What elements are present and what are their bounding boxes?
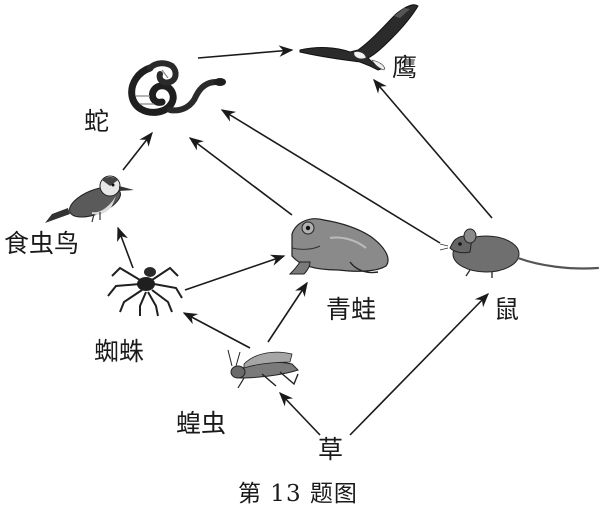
edge-grass-to-locust [279,391,321,436]
label-frog: 青蛙 [326,295,376,324]
label-insectivorous-bird: 食虫鸟 [4,229,79,258]
label-locust: 蝗虫 [176,409,226,438]
edge-mouse-to-snake [220,109,441,244]
eagle-icon [299,4,419,71]
edge-spider-to-bird [117,226,134,269]
mouse-icon [439,228,600,278]
figure-caption: 第 13 题图 [238,481,358,507]
edge-locust-to-frog [267,281,308,343]
edge-frog-to-snake [188,137,293,216]
label-spider: 蜘蛛 [94,337,144,366]
snake-icon [128,60,226,116]
edge-spider-to-frog [184,254,286,291]
edge-grass-to-mouse [349,292,490,436]
edge-bird-to-snake [122,131,153,171]
label-mouse: 鼠 [494,295,519,324]
bird-icon [45,175,134,223]
spider-icon [107,266,183,317]
edge-mouse-to-eagle [373,78,493,219]
edges [117,45,493,436]
locust-icon [227,349,299,389]
frog-icon [288,218,389,275]
label-eagle: 鹰 [392,53,417,82]
label-grass: 草 [318,435,343,464]
edge-locust-to-spider [182,312,251,349]
edge-snake-to-eagle [197,45,294,59]
label-snake: 蛇 [84,107,109,136]
